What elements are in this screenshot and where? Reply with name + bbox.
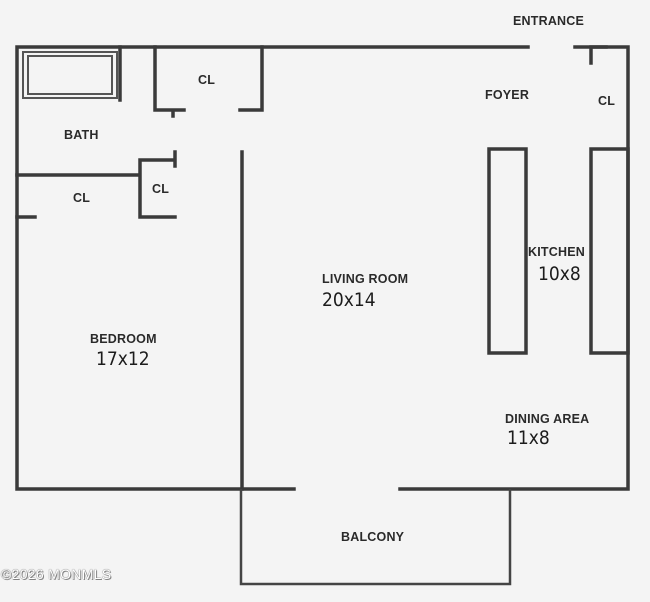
bathtub xyxy=(22,51,118,99)
bedroom-label: BEDROOM xyxy=(90,332,157,346)
top-closet-label: CL xyxy=(198,73,216,87)
foyer-label: FOYER xyxy=(485,88,530,102)
middle-closet-label: CL xyxy=(152,182,170,196)
copyright-watermark: ©2026 MONMLS xyxy=(1,566,112,582)
living-room-label: LIVING ROOM xyxy=(322,272,409,286)
entrance-label: ENTRANCE xyxy=(513,14,585,28)
living-room-dimensions: 20x14 xyxy=(322,289,376,311)
kitchen-label: KITCHEN xyxy=(528,245,585,259)
bath-closet-wall xyxy=(15,150,177,219)
dining-area-label: DINING AREA xyxy=(505,412,590,426)
bathtub-inner xyxy=(27,55,113,95)
foyer-closet-wall xyxy=(589,45,608,65)
closet-top-walls xyxy=(153,45,264,118)
kitchen-dimensions: 10x8 xyxy=(538,263,581,285)
left-closet-label: CL xyxy=(73,191,91,205)
kitchen-counter-left xyxy=(487,147,528,355)
balcony-label: BALCONY xyxy=(341,530,405,544)
balcony-outline xyxy=(239,489,512,586)
kitchen-counter-right xyxy=(589,147,630,355)
dining-area-dimensions: 11x8 xyxy=(507,427,550,449)
bedroom-dimensions: 17x12 xyxy=(96,348,150,370)
foyer-closet-label: CL xyxy=(598,94,616,108)
bath-label: BATH xyxy=(64,128,99,142)
